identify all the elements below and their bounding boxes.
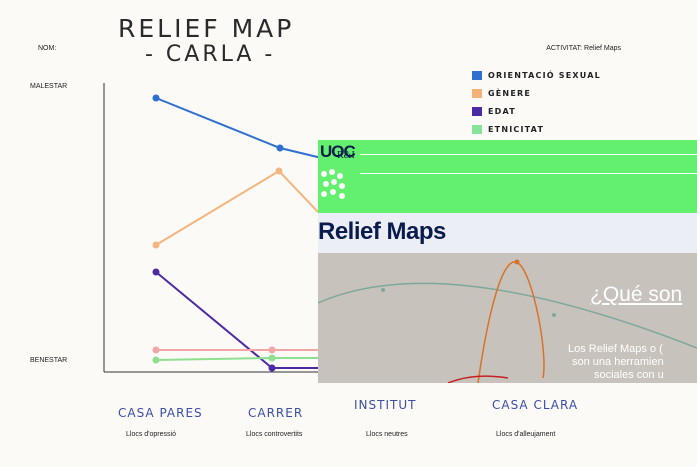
gender-point [152, 241, 160, 249]
orientation-line [155, 97, 331, 161]
legend-swatch [472, 88, 482, 98]
name-label: NOM: [38, 45, 57, 52]
site-title[interactable]: Relief Maps [318, 218, 446, 245]
hero-illustration [318, 259, 697, 383]
header-divider [360, 173, 697, 174]
worksheet-legend: ORIENTACIÓ SEXUAL GÈNERE EDAT ETNICITAT [472, 66, 601, 138]
ethnicity-point [268, 354, 276, 362]
hero-text-line: son una herramien [572, 356, 664, 368]
age-line [155, 271, 318, 369]
place-type-label: Llocs d'opressió [126, 431, 176, 438]
place-label: CASA PARES [118, 406, 203, 420]
place-type-label: Llocs neutres [366, 431, 408, 438]
orientation-point [276, 144, 284, 152]
header-divider [360, 154, 697, 155]
hero-banner: ¿Qué son Los Relief Maps o ( son una her… [318, 253, 697, 383]
place-label: CARRER [248, 406, 304, 420]
gender-point [275, 167, 283, 175]
y-axis-top-label: MALESTAR [30, 83, 68, 90]
legend-label: EDAT [488, 106, 516, 116]
legend-item: GÈNERE [472, 84, 601, 102]
orientation-point [152, 94, 160, 102]
legend-swatch [472, 124, 482, 134]
legend-label: ORIENTACIÓ SEXUAL [488, 70, 601, 80]
age-point [152, 268, 160, 276]
legend-item: ETNICITAT [472, 120, 601, 138]
uoc-logo[interactable]: UOC [320, 142, 356, 161]
site-header: UOC R&I [318, 140, 697, 213]
place-label: INSTITUT [354, 398, 417, 412]
y-axis-bottom-label: BENESTAR [30, 357, 68, 364]
legend-item: EDAT [472, 102, 601, 120]
ethnicity-point [152, 356, 160, 364]
hero-description: Los Relief Maps o ( son una herramien so… [568, 343, 697, 382]
worksheet-title: RELIEF MAP [118, 14, 295, 43]
legend-swatch [472, 106, 482, 116]
relief-maps-webpage[interactable]: UOC R&I Relief Maps ¿Qué son [318, 140, 697, 383]
worksheet-subtitle: - CARLA - [145, 42, 276, 67]
activity-label: ACTIVITAT: Relief Maps [546, 45, 621, 52]
legend-swatch [472, 70, 482, 80]
legend-label: ETNICITAT [488, 124, 545, 134]
ethnicity-line [155, 357, 318, 361]
pink-point [268, 346, 276, 354]
hero-text-line: sociales con u [594, 369, 664, 381]
place-label: CASA CLARA [492, 398, 579, 412]
legend-label: GÈNERE [488, 88, 532, 98]
pink-point [152, 346, 160, 354]
section-label[interactable]: R&I [337, 150, 355, 161]
age-point [268, 364, 276, 372]
gender-line [155, 169, 319, 246]
hero-text-line: Los Relief Maps o ( [568, 343, 663, 355]
place-type-label: Llocs d'alleujament [496, 431, 556, 438]
uoc-logo-pattern-icon [321, 169, 345, 199]
hero-heading[interactable]: ¿Qué son [590, 283, 683, 306]
legend-item: ORIENTACIÓ SEXUAL [472, 66, 601, 84]
place-type-label: Llocs controvertits [246, 431, 303, 438]
site-title-bar: Relief Maps [318, 213, 697, 253]
